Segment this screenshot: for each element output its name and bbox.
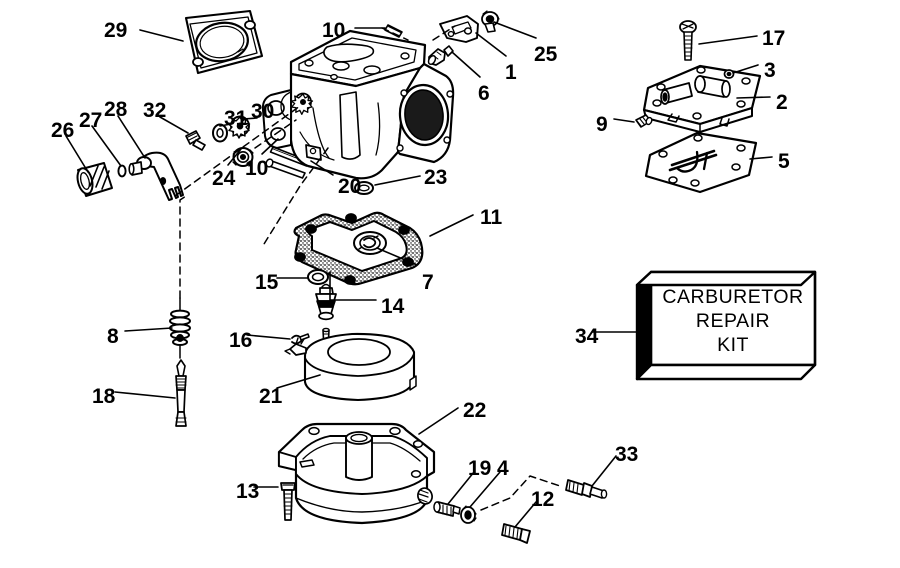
part-o-ring-small <box>117 164 127 178</box>
repair-kit-line-2: REPAIR <box>695 310 771 332</box>
callout-32: 32 <box>143 99 167 122</box>
part-fitting-9 <box>635 114 653 128</box>
part-washer-15 <box>307 269 329 285</box>
callout-6-upper: 6 <box>478 82 490 105</box>
part-bushing <box>76 162 113 197</box>
part-bowl-gasket <box>293 211 424 286</box>
callout-20: 20 <box>338 175 362 198</box>
callout-8: 8 <box>107 325 119 348</box>
callout-9: 9 <box>596 113 608 136</box>
callout-25: 25 <box>534 43 558 66</box>
callout-2: 2 <box>776 91 788 114</box>
callout-1: 1 <box>505 61 517 84</box>
callout-26: 26 <box>51 119 75 142</box>
callout-5: 5 <box>778 150 790 173</box>
part-drain-fitting <box>433 501 461 517</box>
part-plug-screw <box>501 523 531 544</box>
callout-12: 12 <box>531 488 555 511</box>
part-carburetor-body <box>261 29 455 180</box>
callout-17: 17 <box>762 27 786 50</box>
part-fuel-pump-body <box>642 64 762 133</box>
part-inlet-seat <box>353 231 387 255</box>
part-spring-8 <box>169 297 191 359</box>
repair-kit-line-1: CARBURETOR <box>662 286 804 308</box>
callout-27: 27 <box>79 109 103 132</box>
part-adjusting-needle <box>175 359 187 427</box>
callout-11: 11 <box>480 206 503 229</box>
part-washer-31 <box>212 123 228 143</box>
callout-28: 28 <box>104 98 128 121</box>
part-screw-13 <box>280 482 296 521</box>
callout-34: 34 <box>575 325 599 348</box>
part-screw-32 <box>185 130 206 151</box>
callout-15: 15 <box>255 271 279 294</box>
callout-22: 22 <box>463 399 487 422</box>
part-gasket-seal <box>460 505 477 524</box>
part-hose-fitting <box>565 479 608 499</box>
part-repair-kit-box <box>635 270 817 381</box>
callout-7: 7 <box>422 271 434 294</box>
callout-10-upper: 10 <box>322 19 346 42</box>
callout-33: 33 <box>615 443 639 466</box>
part-clip-16 <box>291 333 310 345</box>
callout-18: 18 <box>92 385 116 408</box>
leader-lines <box>65 21 773 528</box>
part-nut-25 <box>481 10 500 33</box>
assembly-dashed-lines <box>174 25 561 511</box>
callout-30: 30 <box>251 100 275 123</box>
callout-21: 21 <box>259 385 283 408</box>
part-throttle-lever <box>128 151 184 201</box>
repair-kit-line-3: KIT <box>717 334 749 356</box>
part-float-bowl <box>277 422 436 525</box>
callout-10-lower: 10 <box>245 157 269 180</box>
part-check-valve <box>723 69 735 79</box>
callout-24: 24 <box>212 167 236 190</box>
part-roll-pin-upper <box>384 24 403 38</box>
part-flange-gasket <box>184 9 264 75</box>
part-link-bracket <box>439 15 479 43</box>
callout-4: 4 <box>497 457 509 480</box>
part-pivot-screw-upper <box>427 45 454 66</box>
callout-3: 3 <box>764 59 776 82</box>
callout-13: 13 <box>236 480 260 503</box>
callout-23: 23 <box>424 166 448 189</box>
callout-16: 16 <box>229 329 253 352</box>
part-screw-17 <box>679 20 697 61</box>
part-float <box>284 332 417 402</box>
callout-14: 14 <box>381 295 405 318</box>
part-pump-diaphragm <box>644 131 758 194</box>
callout-19: 19 <box>468 457 492 480</box>
callout-29: 29 <box>104 19 128 42</box>
part-o-ring-23 <box>354 181 374 195</box>
callout-31: 31 <box>224 107 248 130</box>
